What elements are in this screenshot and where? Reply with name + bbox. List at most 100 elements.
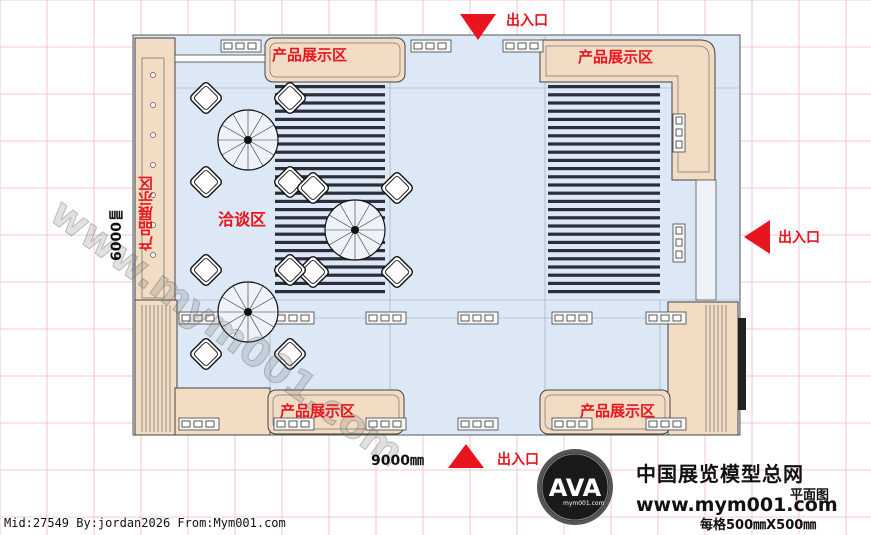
entrance-label-top: 出入口: [506, 13, 548, 29]
brand-name: 中国展览模型总网: [636, 462, 804, 486]
ceiling-slat: [275, 150, 385, 154]
spotlight: [365, 311, 407, 325]
zone-label-display-bottom-right: 产品展示区: [580, 402, 656, 420]
ceiling-slat: [548, 150, 660, 154]
spotlight-fixtures: [178, 39, 687, 431]
ceiling-slat: [275, 158, 385, 162]
chair: [273, 337, 307, 371]
chair: [380, 171, 414, 205]
spotlight: [273, 417, 315, 431]
brand-url: www.mym001.com: [636, 494, 838, 516]
plan-label: 平面图: [790, 488, 830, 503]
table-with-chairs: [296, 171, 414, 289]
ceiling-slat: [275, 199, 385, 203]
round-table: [324, 199, 386, 261]
ceiling-slat: [548, 191, 660, 195]
round-table: [217, 109, 279, 171]
ceiling-slat: [275, 134, 385, 138]
ceiling-slat: [548, 199, 660, 203]
ceiling-slat: [275, 208, 385, 212]
dimension-height: 6000㎜: [109, 208, 125, 261]
ceiling-slat: [275, 175, 385, 179]
chair: [296, 255, 330, 289]
ceiling-slat: [548, 109, 660, 113]
ceiling-slat: [548, 273, 660, 277]
ceiling-slat: [548, 101, 660, 105]
chair: [380, 255, 414, 289]
ceiling-slat: [548, 232, 660, 236]
chair: [296, 171, 330, 205]
ceiling-slat: [548, 175, 660, 179]
entrance-arrow-bottom: [448, 444, 484, 468]
ceiling-slat: [548, 134, 660, 138]
ceiling-slat: [275, 249, 385, 253]
chair: [189, 337, 223, 371]
zone-label-display-top-right: 产品展示区: [578, 48, 654, 66]
ceiling-slat: [275, 183, 385, 187]
spotlight: [220, 39, 262, 53]
footer-credit: Mid:27549 By:jordan2026 From:Mym001.com: [4, 516, 286, 530]
spotlight: [645, 417, 687, 431]
ceiling-slat: [548, 240, 660, 244]
round-table: [217, 281, 279, 343]
ceiling-slat: [275, 191, 385, 195]
ceiling-slat: [275, 290, 385, 294]
entrance-arrow-right: [744, 220, 770, 254]
ceiling-slat: [548, 208, 660, 212]
spotlight: [457, 417, 499, 431]
ceiling-slat: [548, 257, 660, 261]
ceiling-slat: [548, 117, 660, 121]
ceiling-slat: [275, 281, 385, 285]
entrance-label-right: 出入口: [778, 230, 820, 246]
ceiling-slat: [548, 216, 660, 220]
ceiling-slat: [275, 85, 385, 89]
grid-note: 每格500㎜X500㎜: [700, 518, 817, 533]
spotlight: [672, 223, 686, 263]
chair: [189, 165, 223, 199]
table-with-chairs: [189, 81, 307, 199]
chair: [189, 253, 223, 287]
ceiling-slat: [275, 109, 385, 113]
ceiling-slat: [548, 249, 660, 253]
entrance-label-bottom: 出入口: [497, 452, 539, 468]
spotlight: [551, 417, 593, 431]
ceiling-slat: [548, 85, 660, 89]
spotlight: [178, 311, 220, 325]
negotiation-furniture: [189, 81, 414, 371]
chair: [273, 81, 307, 115]
ceiling-slat: [548, 167, 660, 171]
ceiling-slat: [275, 117, 385, 121]
ceiling-slat: [548, 126, 660, 130]
ceiling-slat: [275, 265, 385, 269]
spotlight: [273, 311, 315, 325]
ceiling-slat: [275, 273, 385, 277]
zone-label-display-left: 产品展示区: [137, 176, 155, 251]
ceiling-slat: [548, 290, 660, 294]
ceiling-slat: [548, 265, 660, 269]
spotlight: [672, 113, 686, 153]
zone-label-display-bottom-left: 产品展示区: [280, 402, 356, 420]
ceiling-slat: [548, 158, 660, 162]
left-wall-display: [134, 37, 271, 436]
logo-subtext: mym001.com: [563, 500, 605, 507]
chair: [189, 81, 223, 115]
ceiling-slat: [275, 167, 385, 171]
spotlight: [178, 417, 220, 431]
ceiling-slat: [275, 101, 385, 105]
table-with-chairs: [189, 253, 307, 371]
spotlight: [457, 311, 499, 325]
ceiling-slat: [275, 257, 385, 261]
spotlight: [410, 39, 452, 53]
ceiling-slat: [548, 142, 660, 146]
chair: [273, 253, 307, 287]
spotlight: [365, 417, 407, 431]
ceiling-slat: [275, 126, 385, 130]
ceiling-slat: [548, 224, 660, 228]
ceiling-slat: [275, 93, 385, 97]
spotlight: [551, 311, 593, 325]
ceiling-slats-right: [548, 85, 660, 294]
dimension-width: 9000㎜: [371, 453, 424, 469]
logo-text: AVA: [549, 474, 602, 502]
zone-label-negotiation: 洽谈区: [218, 210, 267, 229]
